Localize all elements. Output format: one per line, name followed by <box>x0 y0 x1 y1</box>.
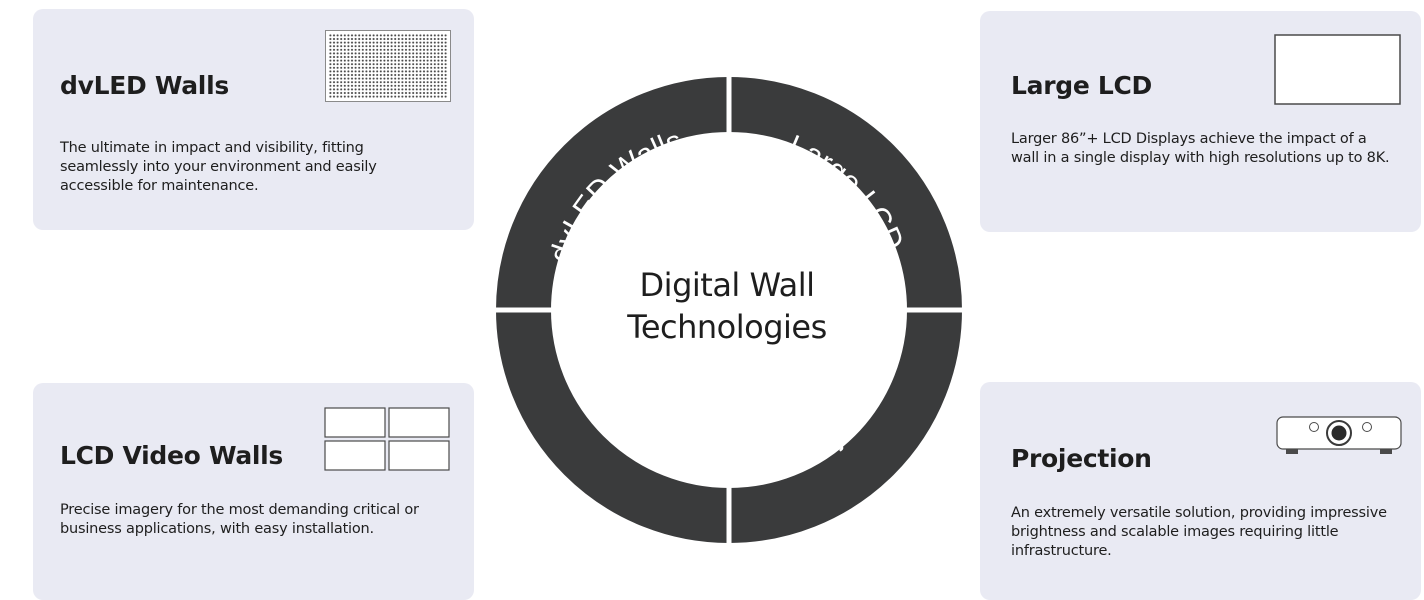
card-description: Larger 86”+ LCD Displays achieve the imp… <box>1011 131 1390 166</box>
video-wall-icon <box>324 407 450 471</box>
card-projection: Projection An extremely versatile soluti… <box>980 382 1421 600</box>
card-description: Precise imagery for the most demanding c… <box>60 502 419 537</box>
ring-divider <box>726 75 732 135</box>
ring-divider <box>726 485 732 545</box>
card-title: Projection <box>1011 444 1152 473</box>
card-dvled-walls: dvLED Walls The ultimate in impact and v… <box>33 9 474 230</box>
center-title: Digital Wall Technologies <box>577 264 877 348</box>
card-title: Large LCD <box>1011 71 1153 100</box>
led-grid-icon <box>325 30 451 102</box>
card-large-lcd: Large LCD Larger 86”+ LCD Displays achie… <box>980 11 1421 232</box>
center-title-line2: Technologies <box>627 308 827 346</box>
card-lcd-video-walls: LCD Video Walls Precise imagery for the … <box>33 383 474 600</box>
ring-divider <box>904 307 964 313</box>
display-icon <box>1274 34 1401 105</box>
card-description: The ultimate in impact and visibility, f… <box>60 140 377 194</box>
card-title: dvLED Walls <box>60 71 229 100</box>
projector-icon <box>1276 416 1402 454</box>
center-title-line1: Digital Wall <box>639 266 815 304</box>
card-title: LCD Video Walls <box>60 441 284 470</box>
ring-divider <box>494 307 554 313</box>
card-description: An extremely versatile solution, providi… <box>1011 505 1387 559</box>
